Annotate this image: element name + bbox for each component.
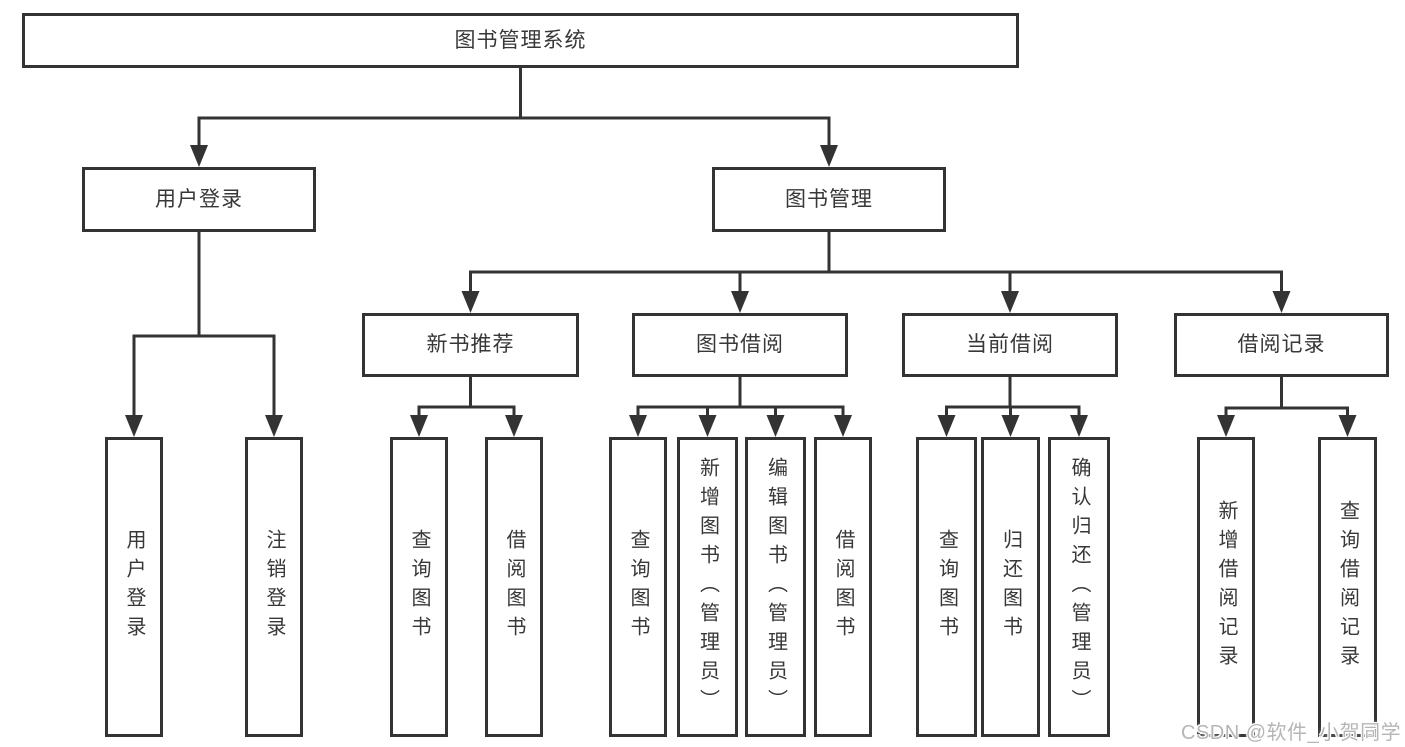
- leaf-current-query-books-label: 查询图书: [935, 529, 958, 645]
- node-borrowing-records-label: 借阅记录: [1237, 333, 1326, 357]
- arrowhead-icons: [125, 145, 1357, 437]
- leaf-borrow-query-books-label: 查询图书: [627, 529, 649, 645]
- arrowhead-icon: [1272, 291, 1291, 313]
- leaf-current-query-books: 查询图书: [916, 437, 977, 737]
- node-book-management-label: 图书管理: [785, 187, 873, 211]
- connector-bookmgmt-fork: [469, 230, 1283, 294]
- leaf-logout: 注销登录: [245, 437, 303, 737]
- node-user-login: 用户登录: [82, 167, 316, 232]
- arrowhead-icon: [766, 415, 785, 437]
- arrowhead-icon: [820, 145, 838, 167]
- arrowhead-icon: [698, 415, 717, 437]
- leaf-edit-books-admin: 编辑图书（管理员）: [745, 437, 806, 737]
- connector-newrec-fork: [417, 375, 516, 418]
- arrowhead-icon: [1001, 415, 1020, 437]
- arrowhead-icon: [1217, 415, 1235, 437]
- arrowhead-icon: [629, 415, 647, 437]
- leaf-confirm-return-admin: 确认归还（管理员）: [1048, 437, 1110, 737]
- node-root-label: 图书管理系统: [454, 28, 587, 52]
- node-book-borrowing-label: 图书借阅: [696, 333, 784, 357]
- arrowhead-icon: [410, 415, 428, 437]
- leaf-add-books-admin-label: 新增图书（管理员）: [696, 456, 719, 718]
- node-new-book-recommend: 新书推荐: [362, 313, 579, 377]
- leaf-newrec-query-books-label: 查询图书: [408, 529, 430, 645]
- node-borrowing-records: 借阅记录: [1174, 313, 1389, 377]
- arrowhead-icon: [1070, 415, 1088, 437]
- arrowhead-icon: [505, 415, 523, 437]
- arrowhead-icon: [190, 145, 208, 167]
- connector-record-fork: [1224, 375, 1349, 418]
- leaf-add-borrow-record: 新增借阅记录: [1197, 437, 1255, 737]
- leaf-confirm-return-admin-label: 确认归还（管理员）: [1068, 456, 1090, 718]
- leaf-logout-label: 注销登录: [263, 529, 285, 645]
- connector-current-fork: [945, 375, 1081, 418]
- arrowhead-icon: [1001, 291, 1019, 313]
- connector-userlogin-fork: [132, 230, 276, 418]
- leaf-newrec-borrow-books: 借阅图书: [485, 437, 543, 737]
- arrowhead-icon: [461, 291, 480, 313]
- leaf-add-books-admin: 新增图书（管理员）: [677, 437, 738, 737]
- arrowhead-icon: [731, 291, 749, 313]
- arrowhead-icon: [834, 415, 852, 437]
- arrowhead-icon: [1338, 415, 1357, 437]
- leaf-query-borrow-record: 查询借阅记录: [1318, 437, 1377, 737]
- leaf-edit-books-admin-label: 编辑图书（管理员）: [764, 456, 787, 718]
- leaf-return-books: 归还图书: [981, 437, 1040, 737]
- leaf-user-login: 用户登录: [105, 437, 163, 737]
- leaf-newrec-borrow-books-label: 借阅图书: [503, 529, 525, 645]
- node-root: 图书管理系统: [22, 13, 1019, 68]
- node-book-management: 图书管理: [712, 167, 946, 232]
- node-current-borrowing-label: 当前借阅: [966, 333, 1054, 357]
- node-book-borrowing: 图书借阅: [632, 313, 848, 377]
- node-current-borrowing: 当前借阅: [902, 313, 1118, 377]
- leaf-user-login-label: 用户登录: [123, 529, 145, 645]
- node-user-login-label: 用户登录: [155, 187, 243, 211]
- arrowhead-icon: [265, 415, 283, 437]
- leaf-borrow-books-label: 借阅图书: [832, 529, 854, 645]
- arrowhead-icon: [125, 415, 143, 437]
- leaf-borrow-query-books: 查询图书: [609, 437, 667, 737]
- connector-root-to-level2: [197, 66, 831, 148]
- arrowhead-icon: [937, 415, 956, 437]
- leaf-return-books-label: 归还图书: [999, 529, 1022, 645]
- node-new-book-recommend-label: 新书推荐: [426, 333, 515, 357]
- connector-borrow-fork: [636, 375, 845, 418]
- leaf-add-borrow-record-label: 新增借阅记录: [1215, 500, 1237, 674]
- leaf-borrow-books: 借阅图书: [814, 437, 872, 737]
- leaf-newrec-query-books: 查询图书: [390, 437, 448, 737]
- leaf-query-borrow-record-label: 查询借阅记录: [1336, 500, 1359, 674]
